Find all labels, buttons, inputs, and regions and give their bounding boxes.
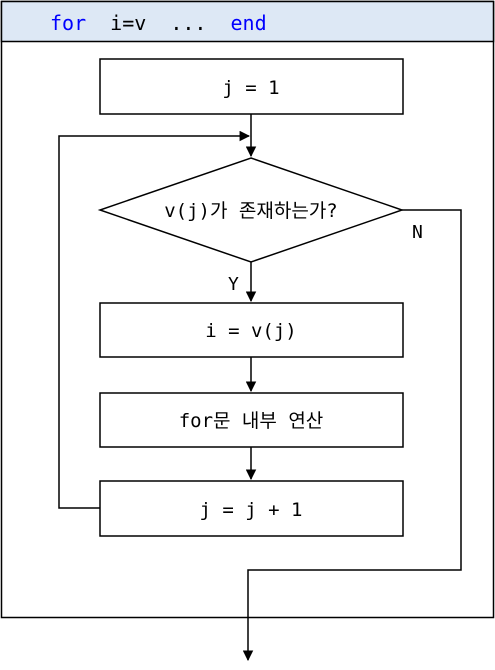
yes-label: Y: [228, 274, 239, 295]
init-step-text: j = 1: [222, 77, 279, 99]
increment-step-text: j = j + 1: [200, 499, 303, 521]
init-step-box: [99, 58, 404, 115]
loop-back-arrow: [58, 130, 251, 509]
condition-text: v(j)가 존재하는가?: [164, 200, 338, 222]
loop-expression: i=v: [110, 11, 146, 35]
header-band: [0, 0, 495, 43]
body-step-box: [99, 392, 404, 448]
header-code: for i=v ... end: [50, 11, 267, 35]
increment-step-box: [99, 480, 404, 537]
body-step-text: for문 내부 연산: [179, 410, 324, 432]
ellipsis: ...: [170, 11, 206, 35]
assign-step-text: i = v(j): [205, 320, 297, 342]
no-label: N: [412, 222, 423, 243]
keyword-end: end: [231, 11, 267, 35]
exit-path: [242, 209, 462, 662]
keyword-for: for: [50, 11, 86, 35]
